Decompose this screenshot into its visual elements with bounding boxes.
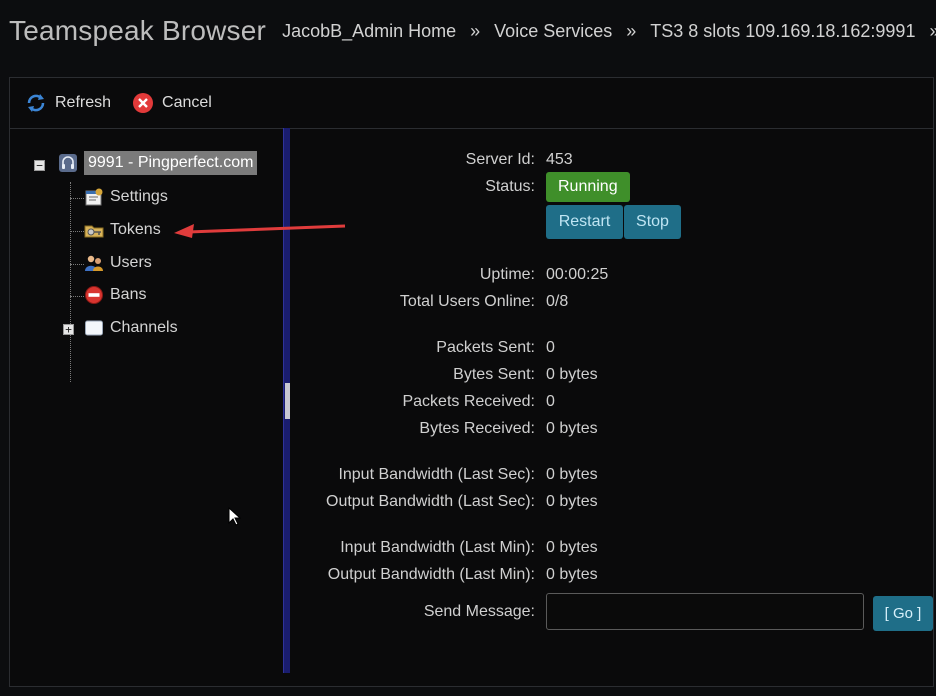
input-bw-min-value: 0 bytes: [546, 539, 598, 556]
tree-item-label: Channels: [110, 319, 178, 336]
breadcrumb-voice-services[interactable]: Voice Services: [494, 20, 613, 41]
uptime-row: Uptime:: [291, 265, 535, 285]
tree-item-label: Bans: [110, 286, 147, 303]
browser-panel: Refresh Cancel − 999: [9, 77, 934, 687]
cancel-icon: [133, 93, 154, 113]
status-label: Status:: [485, 178, 535, 195]
tokens-icon: [84, 220, 104, 240]
input-bw-min-row: Input Bandwidth (Last Min):: [291, 538, 535, 558]
tree-item-settings[interactable]: Settings: [84, 187, 168, 207]
packets-sent-value: 0: [546, 339, 555, 356]
refresh-label: Refresh: [55, 94, 112, 111]
tree-connector: [70, 264, 84, 265]
total-users-label: Total Users Online:: [399, 293, 535, 310]
breadcrumb-home[interactable]: JacobB_Admin Home: [282, 20, 457, 41]
input-bw-sec-label: Input Bandwidth (Last Sec):: [338, 466, 535, 483]
input-bw-min-label: Input Bandwidth (Last Min):: [340, 539, 535, 556]
status-row: Status:: [291, 177, 535, 197]
server-id-row: Server Id:: [291, 150, 535, 170]
breadcrumb-separator: »: [470, 20, 481, 41]
tree-root-label: 9991 - Pingperfect.com: [84, 151, 258, 175]
collapse-toggle[interactable]: −: [34, 160, 45, 171]
bytes-received-row: Bytes Received:: [291, 419, 535, 439]
cancel-button[interactable]: Cancel: [132, 92, 212, 114]
tree-connector: [70, 296, 84, 297]
packets-sent-row: Packets Sent:: [291, 338, 535, 358]
channels-icon: [84, 318, 104, 338]
server-id-value: 453: [546, 151, 573, 168]
go-button[interactable]: [ Go ]: [873, 596, 933, 631]
uptime-label: Uptime:: [479, 266, 535, 283]
breadcrumb-separator: »: [929, 21, 936, 42]
tree-item-label: Tokens: [110, 221, 161, 238]
breadcrumb-server[interactable]: TS3 8 slots 109.169.18.162:9991: [650, 20, 916, 41]
tree-item-label: Settings: [110, 188, 168, 205]
headset-icon: [58, 153, 78, 173]
tree-item-tokens[interactable]: Tokens: [84, 220, 161, 240]
tree-connector: [70, 182, 71, 382]
packets-received-label: Packets Received:: [402, 393, 535, 410]
bytes-sent-row: Bytes Sent:: [291, 365, 535, 385]
toolbar: Refresh Cancel: [10, 78, 933, 129]
input-bw-sec-row: Input Bandwidth (Last Sec):: [291, 465, 535, 485]
tree-item-channels[interactable]: Channels: [84, 318, 178, 338]
cancel-label: Cancel: [162, 94, 212, 111]
uptime-value: 00:00:25: [546, 266, 609, 283]
output-bw-sec-label: Output Bandwidth (Last Sec):: [326, 493, 535, 510]
output-bw-min-row: Output Bandwidth (Last Min):: [291, 565, 535, 585]
stop-button[interactable]: Stop: [624, 205, 681, 239]
splitter-grip[interactable]: [285, 383, 290, 419]
breadcrumb-separator: »: [626, 20, 637, 41]
restart-button[interactable]: Restart: [546, 205, 623, 239]
total-users-value: 0/8: [546, 293, 569, 310]
tree-root-server[interactable]: 9991 - Pingperfect.com: [58, 151, 258, 175]
total-users-row: Total Users Online:: [291, 292, 535, 312]
bytes-received-value: 0 bytes: [546, 420, 598, 437]
tree-item-bans[interactable]: Bans: [84, 285, 146, 305]
bytes-received-label: Bytes Received:: [419, 420, 535, 437]
server-tree: − 9991 - Pingperfect.com: [10, 128, 282, 686]
packets-received-value: 0: [546, 393, 555, 410]
settings-icon: [84, 187, 104, 207]
ban-icon: [84, 285, 104, 305]
server-id-label: Server Id:: [465, 151, 535, 168]
annotation-arrow-icon: [174, 224, 346, 238]
bytes-sent-label: Bytes Sent:: [453, 366, 535, 383]
tree-item-users[interactable]: Users: [84, 253, 152, 273]
refresh-button[interactable]: Refresh: [25, 92, 111, 114]
send-message-input[interactable]: [546, 593, 864, 630]
output-bw-min-label: Output Bandwidth (Last Min):: [327, 566, 535, 583]
header-bar: Teamspeak Browser JacobB_Admin Home » Vo…: [0, 0, 936, 62]
tree-item-label: Users: [110, 254, 152, 271]
bytes-sent-value: 0 bytes: [546, 366, 598, 383]
tree-connector: [70, 231, 84, 232]
refresh-icon: [27, 94, 45, 112]
send-message-label: Send Message:: [423, 603, 535, 620]
tree-connector: [70, 198, 84, 199]
output-bw-sec-row: Output Bandwidth (Last Sec):: [291, 492, 535, 512]
status-badge: Running: [546, 172, 630, 202]
output-bw-min-value: 0 bytes: [546, 566, 598, 583]
send-message-row: Send Message:: [291, 602, 535, 622]
packets-sent-label: Packets Sent:: [436, 339, 535, 356]
packets-received-row: Packets Received:: [291, 392, 535, 412]
output-bw-sec-value: 0 bytes: [546, 493, 598, 510]
mouse-cursor-icon: [228, 507, 242, 526]
input-bw-sec-value: 0 bytes: [546, 466, 598, 483]
expand-toggle-channels[interactable]: +: [63, 324, 74, 335]
server-details: Server Id: 453 Status: Running Restart S…: [291, 128, 933, 686]
app-title: Teamspeak Browser: [9, 15, 267, 46]
users-icon: [84, 253, 104, 273]
